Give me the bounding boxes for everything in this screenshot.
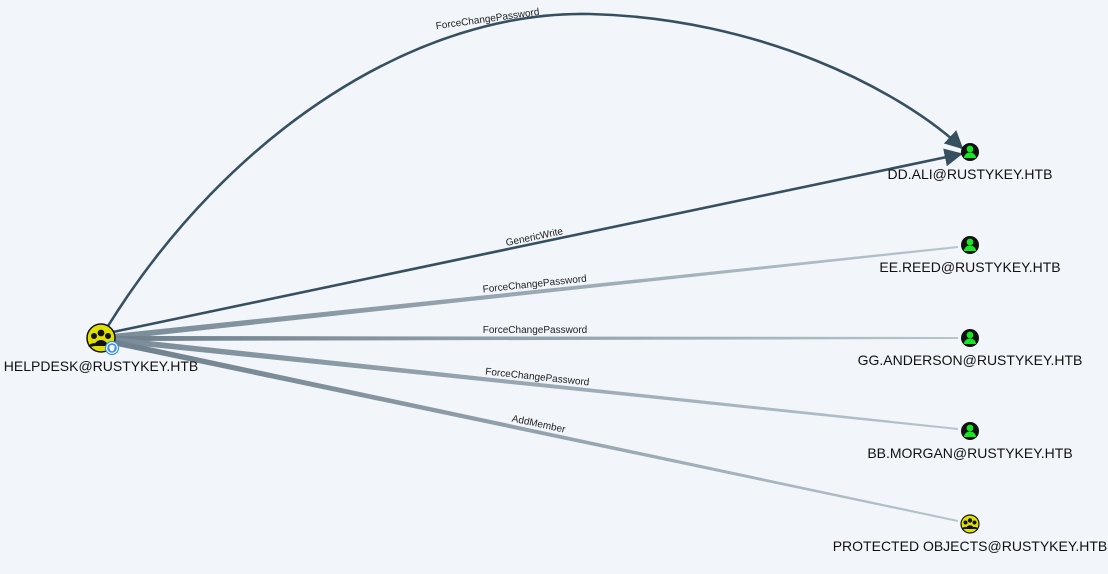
node-label-gg-anderson: GG.ANDERSON@RUSTYKEY.HTB — [858, 352, 1083, 368]
edge-addmember-protected-objects[interactable] — [112, 339, 958, 522]
edge-label-e1: ForceChangePassword — [435, 7, 540, 32]
user-icon — [961, 236, 979, 254]
edge-forcechangepassword-gg-anderson[interactable] — [112, 336, 958, 341]
edge-forcechangepassword-bb-morgan[interactable] — [112, 337, 958, 430]
node-ee-reed[interactable]: EE.REED@RUSTYKEY.HTB — [879, 236, 1061, 275]
node-label-dd-ali: DD.ALI@RUSTYKEY.HTB — [888, 166, 1053, 182]
edge-label-e4: ForceChangePassword — [483, 325, 588, 336]
node-label-protected-objects: PROTECTED OBJECTS@RUSTYKEY.HTB — [833, 538, 1108, 554]
edge-forcechangepassword-ee-reed[interactable] — [112, 246, 958, 340]
node-bb-morgan[interactable]: BB.MORGAN@RUSTYKEY.HTB — [867, 422, 1073, 461]
group-icon — [960, 514, 980, 534]
edges-layer: ForceChangePassword GenericWrite ForceCh… — [106, 7, 964, 522]
user-icon — [961, 422, 979, 440]
node-label-ee-reed: EE.REED@RUSTYKEY.HTB — [879, 259, 1060, 275]
node-label-helpdesk: HELPDESK@RUSTYKEY.HTB — [4, 358, 198, 374]
edge-forcechangepassword-dd-ali[interactable] — [106, 12, 964, 327]
node-dd-ali[interactable]: DD.ALI@RUSTYKEY.HTB — [888, 143, 1053, 182]
node-gg-anderson[interactable]: GG.ANDERSON@RUSTYKEY.HTB — [858, 329, 1083, 368]
user-icon — [961, 329, 979, 347]
edge-genericwrite-dd-ali[interactable] — [112, 148, 963, 334]
node-label-bb-morgan: BB.MORGAN@RUSTYKEY.HTB — [867, 445, 1072, 461]
user-icon — [961, 143, 979, 161]
node-helpdesk[interactable]: HELPDESK@RUSTYKEY.HTB — [4, 323, 198, 374]
highvalue-badge-icon — [104, 340, 120, 356]
edge-label-e2: GenericWrite — [505, 226, 565, 249]
node-protected-objects[interactable]: PROTECTED OBJECTS@RUSTYKEY.HTB — [833, 514, 1108, 554]
